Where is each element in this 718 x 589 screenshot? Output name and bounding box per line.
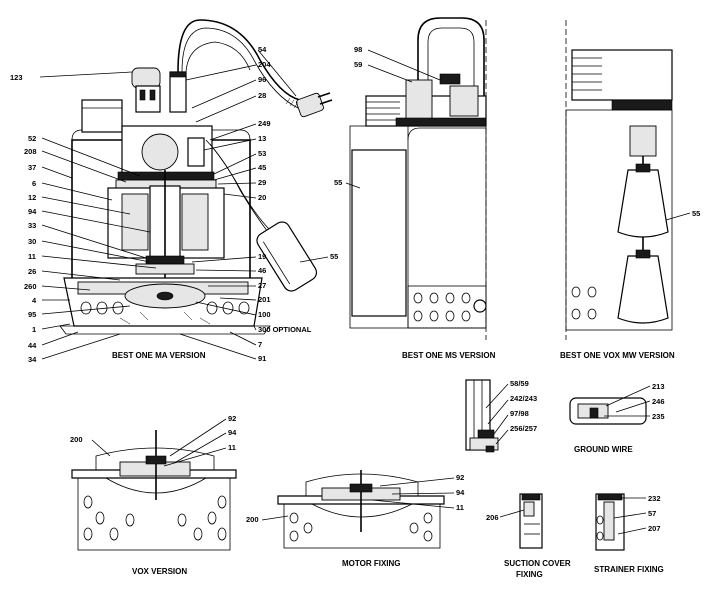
caption-vox-version: VOX VERSION xyxy=(132,567,187,576)
strainer-fixing-drawing: 232 57 207 xyxy=(595,493,661,551)
ma-labels-left: 123 52 208 37 6 12 94 33 30 11 26 260 4 … xyxy=(10,71,157,364)
label-200-motor: 200 xyxy=(246,515,259,524)
caption-suction-cover-1: SUCTION COVER xyxy=(504,559,571,568)
label-33: 33 xyxy=(28,221,36,230)
seal-detail-drawing: 58/59 242/243 97/98 256/257 xyxy=(465,379,537,453)
label-96: 96 xyxy=(258,75,266,84)
label-26: 26 xyxy=(28,267,36,276)
label-98: 98 xyxy=(354,45,362,54)
label-232: 232 xyxy=(648,494,661,503)
label-92-vox: 92 xyxy=(228,414,236,423)
label-11-motor: 11 xyxy=(456,503,464,512)
label-97-98: 97/98 xyxy=(510,409,529,418)
label-45: 45 xyxy=(258,163,266,172)
label-55: 55 xyxy=(330,252,338,261)
caption-suction-cover-2: FIXING xyxy=(516,570,543,579)
motor-fixing-drawing: 92 94 11 200 xyxy=(246,470,465,549)
label-256-257: 256/257 xyxy=(510,424,537,433)
label-30: 30 xyxy=(28,237,36,246)
label-37: 37 xyxy=(28,163,36,172)
label-260: 260 xyxy=(24,282,37,291)
label-300-optional: 300 OPTIONAL xyxy=(258,325,312,334)
label-242-243: 242/243 xyxy=(510,394,537,403)
label-13: 13 xyxy=(258,134,266,143)
label-52: 52 xyxy=(28,134,36,143)
label-57: 57 xyxy=(648,509,656,518)
vox-mw-drawing: 55 xyxy=(565,20,700,340)
label-4: 4 xyxy=(32,296,37,305)
label-12: 12 xyxy=(28,193,36,202)
label-46: 46 xyxy=(258,266,266,275)
caption-motor-fixing: MOTOR FIXING xyxy=(342,559,401,568)
caption-ground-wire: GROUND WIRE xyxy=(574,445,633,454)
label-34: 34 xyxy=(28,355,37,364)
label-246: 246 xyxy=(652,397,665,406)
label-94: 94 xyxy=(28,207,37,216)
label-200-vox: 200 xyxy=(70,435,83,444)
label-11-vox: 11 xyxy=(228,443,236,452)
label-59: 59 xyxy=(354,60,362,69)
label-94-motor: 94 xyxy=(456,488,465,497)
label-29: 29 xyxy=(258,178,266,187)
label-206: 206 xyxy=(486,513,499,522)
label-44: 44 xyxy=(28,341,37,350)
ma-version-drawing xyxy=(59,19,333,335)
label-55-ms: 55 xyxy=(334,178,342,187)
label-94-vox: 94 xyxy=(228,428,237,437)
label-92-motor: 92 xyxy=(456,473,464,482)
label-213: 213 xyxy=(652,382,665,391)
ma-labels-right: 54 204 96 28 249 13 53 45 29 20 55 19 46… xyxy=(179,45,338,363)
caption-ma-version: BEST ONE MA VERSION xyxy=(112,351,206,360)
label-91: 91 xyxy=(258,354,266,363)
label-58-59: 58/59 xyxy=(510,379,529,388)
label-207: 207 xyxy=(648,524,661,533)
ms-version-drawing: 98 59 55 xyxy=(334,17,487,340)
label-7: 7 xyxy=(258,340,262,349)
label-6: 6 xyxy=(32,179,36,188)
vox-version-drawing: 200 92 94 11 xyxy=(70,414,237,551)
label-208: 208 xyxy=(24,147,37,156)
label-54: 54 xyxy=(258,45,267,54)
label-249: 249 xyxy=(258,119,271,128)
label-1: 1 xyxy=(32,325,36,334)
caption-strainer-fixing: STRAINER FIXING xyxy=(594,565,664,574)
label-204: 204 xyxy=(258,60,271,69)
label-53: 53 xyxy=(258,149,266,158)
caption-vox-mw-version: BEST ONE VOX MW VERSION xyxy=(560,351,675,360)
label-100: 100 xyxy=(258,310,271,319)
label-20: 20 xyxy=(258,193,266,202)
ground-wire-drawing: 213 246 235 xyxy=(569,382,665,425)
label-123: 123 xyxy=(10,73,23,82)
label-95: 95 xyxy=(28,310,36,319)
label-235: 235 xyxy=(652,412,665,421)
label-11: 11 xyxy=(28,252,36,261)
label-201: 201 xyxy=(258,295,271,304)
label-19: 19 xyxy=(258,252,266,261)
caption-ms-version: BEST ONE MS VERSION xyxy=(402,351,496,360)
label-27: 27 xyxy=(258,281,266,290)
label-28: 28 xyxy=(258,91,266,100)
label-55-vox-mw: 55 xyxy=(692,209,700,218)
suction-cover-drawing: 206 xyxy=(486,493,543,549)
